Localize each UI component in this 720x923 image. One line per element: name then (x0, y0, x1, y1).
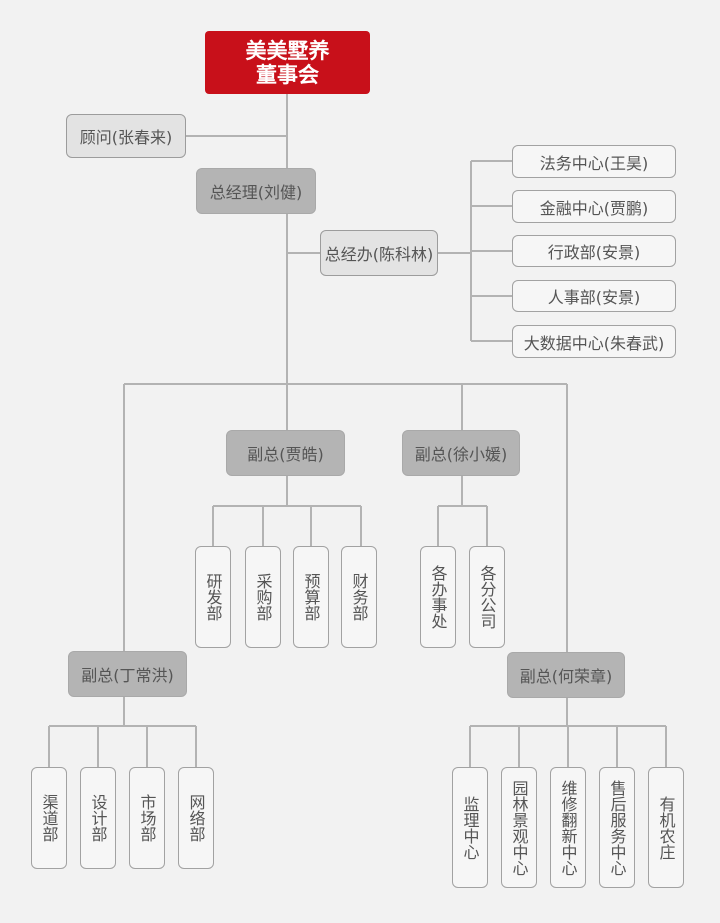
dept-network: 网络部 (178, 767, 214, 869)
general-office-node: 总经办(陈科林) (320, 230, 438, 276)
office-dept-hr: 人事部(安景) (512, 280, 676, 312)
board-node: 美美墅养 董事会 (205, 31, 370, 94)
dept-branches: 各分公司 (469, 546, 505, 648)
dept-organic-farm: 有机农庄 (648, 767, 684, 888)
vp-he-node: 副总(何荣章) (507, 652, 625, 698)
dept-landscape: 园林景观中心 (501, 767, 537, 888)
board-title-line1: 美美墅养 (245, 38, 330, 63)
dept-renovation: 维修翻新中心 (550, 767, 586, 888)
vp-ding-node: 副总(丁常洪) (68, 651, 187, 697)
dept-aftersales: 售后服务中心 (599, 767, 635, 888)
dept-finance: 财务部 (341, 546, 377, 648)
office-dept-bigdata: 大数据中心(朱春武) (512, 325, 676, 358)
dept-marketing: 市场部 (129, 767, 165, 869)
dept-supervision: 监理中心 (452, 767, 488, 888)
office-dept-legal: 法务中心(王昊) (512, 145, 676, 178)
office-dept-admin: 行政部(安景) (512, 235, 676, 267)
advisor-node: 顾问(张春来) (66, 114, 186, 158)
general-manager-node: 总经理(刘健) (196, 168, 316, 214)
board-title-line2: 董事会 (256, 62, 319, 87)
dept-offices: 各办事处 (420, 546, 456, 648)
office-dept-finance: 金融中心(贾鹏) (512, 190, 676, 223)
vp-xu-node: 副总(徐小媛) (402, 430, 520, 476)
dept-purchasing: 采购部 (245, 546, 281, 648)
dept-rnd: 研发部 (195, 546, 231, 648)
dept-budget: 预算部 (293, 546, 329, 648)
vp-jia-node: 副总(贾皓) (226, 430, 345, 476)
dept-channel: 渠道部 (31, 767, 67, 869)
dept-design: 设计部 (80, 767, 116, 869)
